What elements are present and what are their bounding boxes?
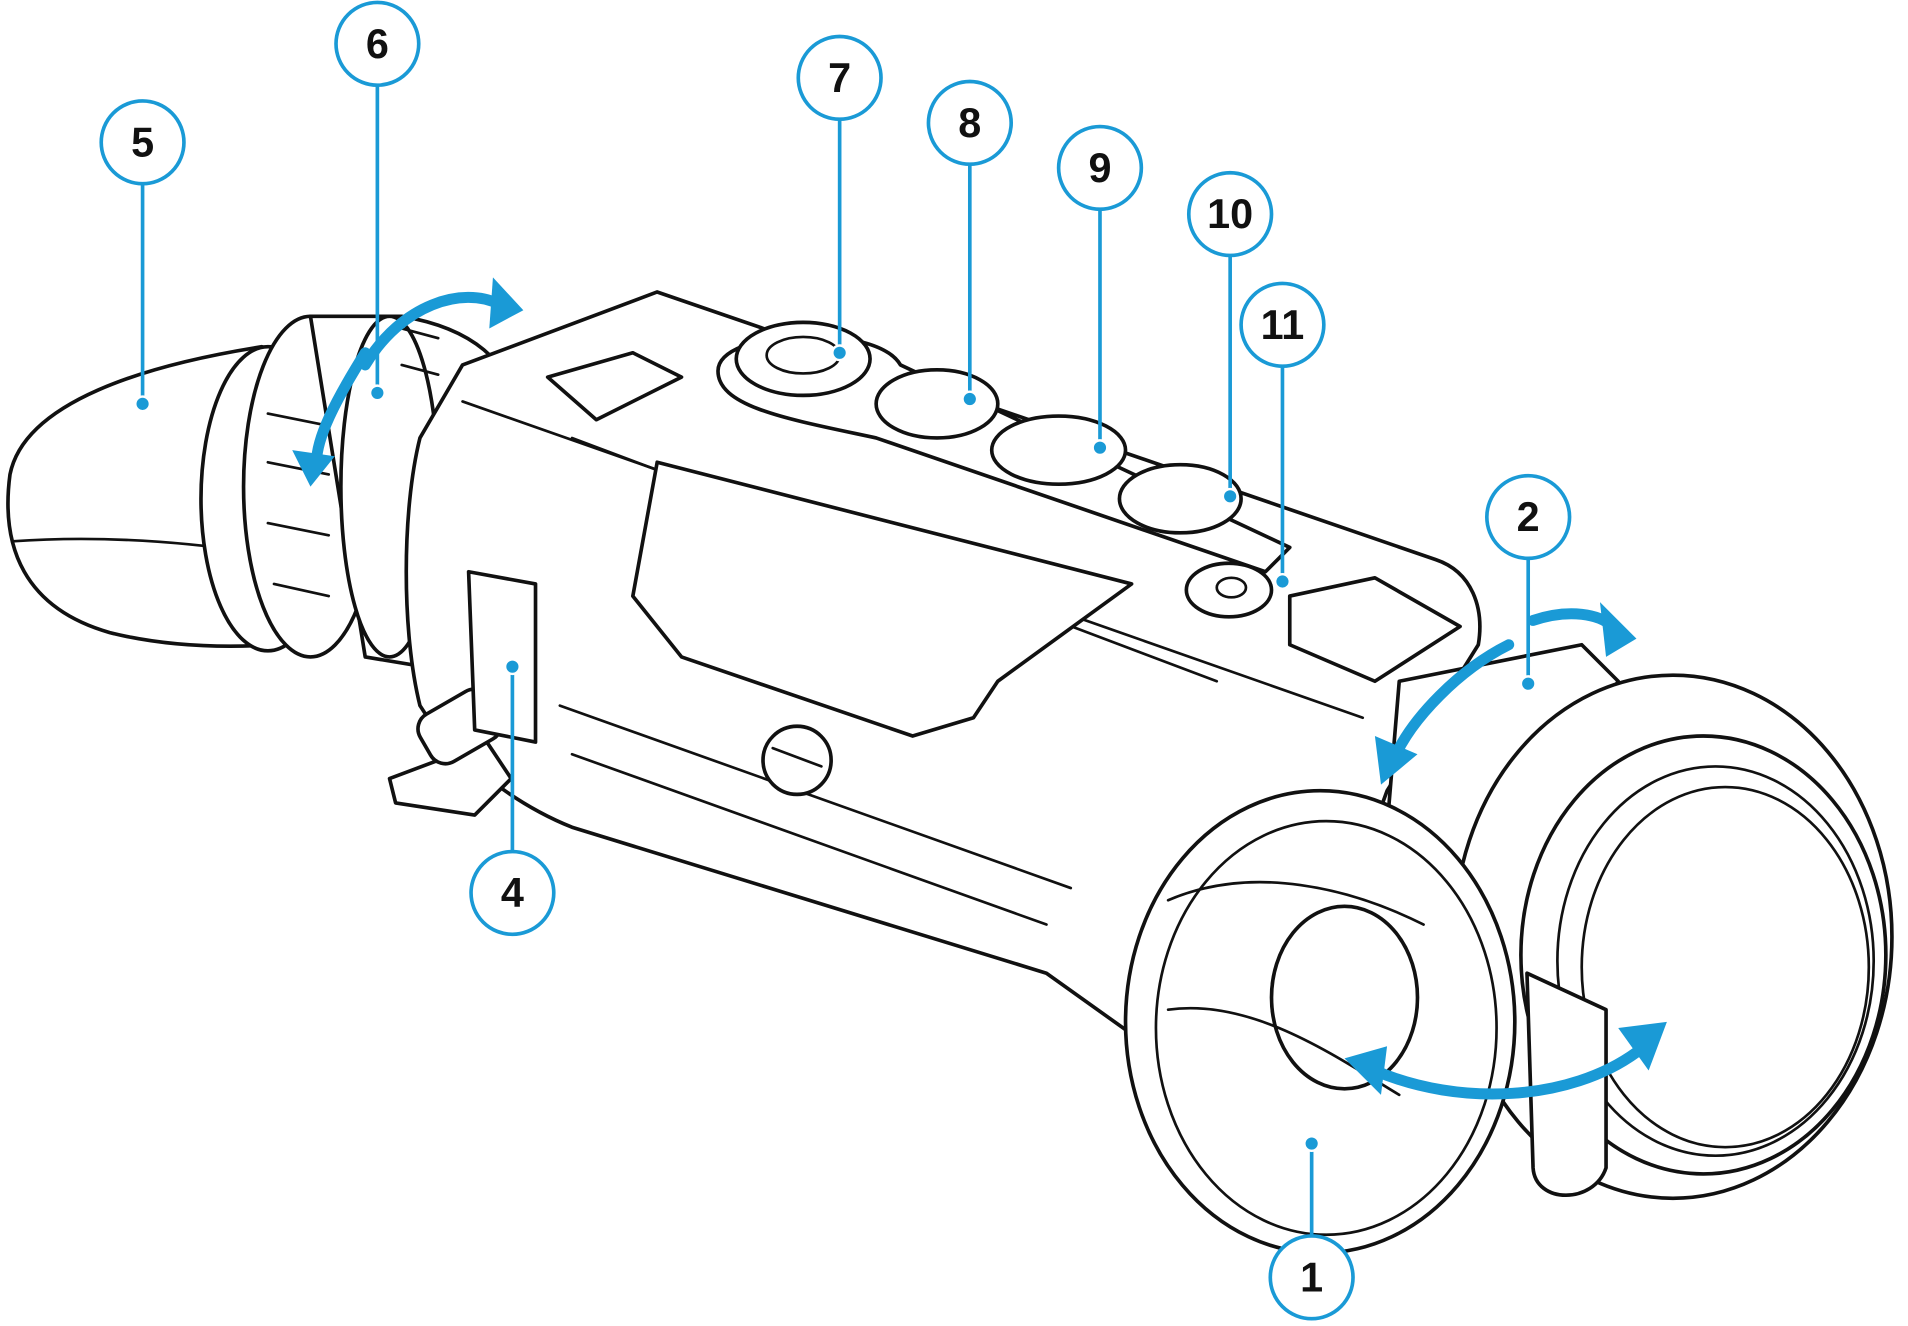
callout-label: 6: [366, 21, 389, 67]
button-10: [1117, 462, 1243, 535]
callout-label: 8: [958, 100, 981, 146]
button-9: [989, 414, 1128, 486]
callout-1: 1: [1268, 1135, 1355, 1321]
button-7: [734, 320, 872, 398]
cover-latch: [761, 724, 833, 797]
callout-10: 10: [1186, 170, 1274, 505]
rotation-arrows: [292, 277, 1667, 1100]
button-8: [874, 367, 1000, 440]
callout-6: 6: [334, 0, 421, 402]
diopter-rotation-arrow: [359, 292, 505, 371]
button-11: [1184, 561, 1274, 619]
callout-label: 9: [1088, 145, 1111, 191]
callout-label: 11: [1261, 302, 1305, 348]
focus-rotation-arrow: [1387, 639, 1515, 766]
callout-label: 5: [131, 119, 154, 165]
battery-cover: [631, 460, 1134, 738]
callout-label: 4: [501, 870, 524, 916]
lens-cap-rotation-arrow: [1369, 1046, 1642, 1100]
callout-9: 9: [1056, 124, 1144, 457]
callout-11: 11: [1239, 281, 1326, 591]
callout-8: 8: [926, 79, 1014, 408]
callout-4: 4: [469, 658, 556, 937]
callout-label: 1: [1300, 1254, 1323, 1300]
callout-label: 2: [1517, 494, 1540, 540]
callout-7: 7: [796, 34, 883, 362]
strap-clip: [466, 569, 538, 744]
callout-label: 10: [1207, 191, 1253, 237]
callout-2: 2: [1485, 473, 1572, 693]
device-illustration: [6, 290, 1894, 1255]
callout-label: 7: [828, 55, 851, 101]
callout-5: 5: [99, 99, 186, 413]
